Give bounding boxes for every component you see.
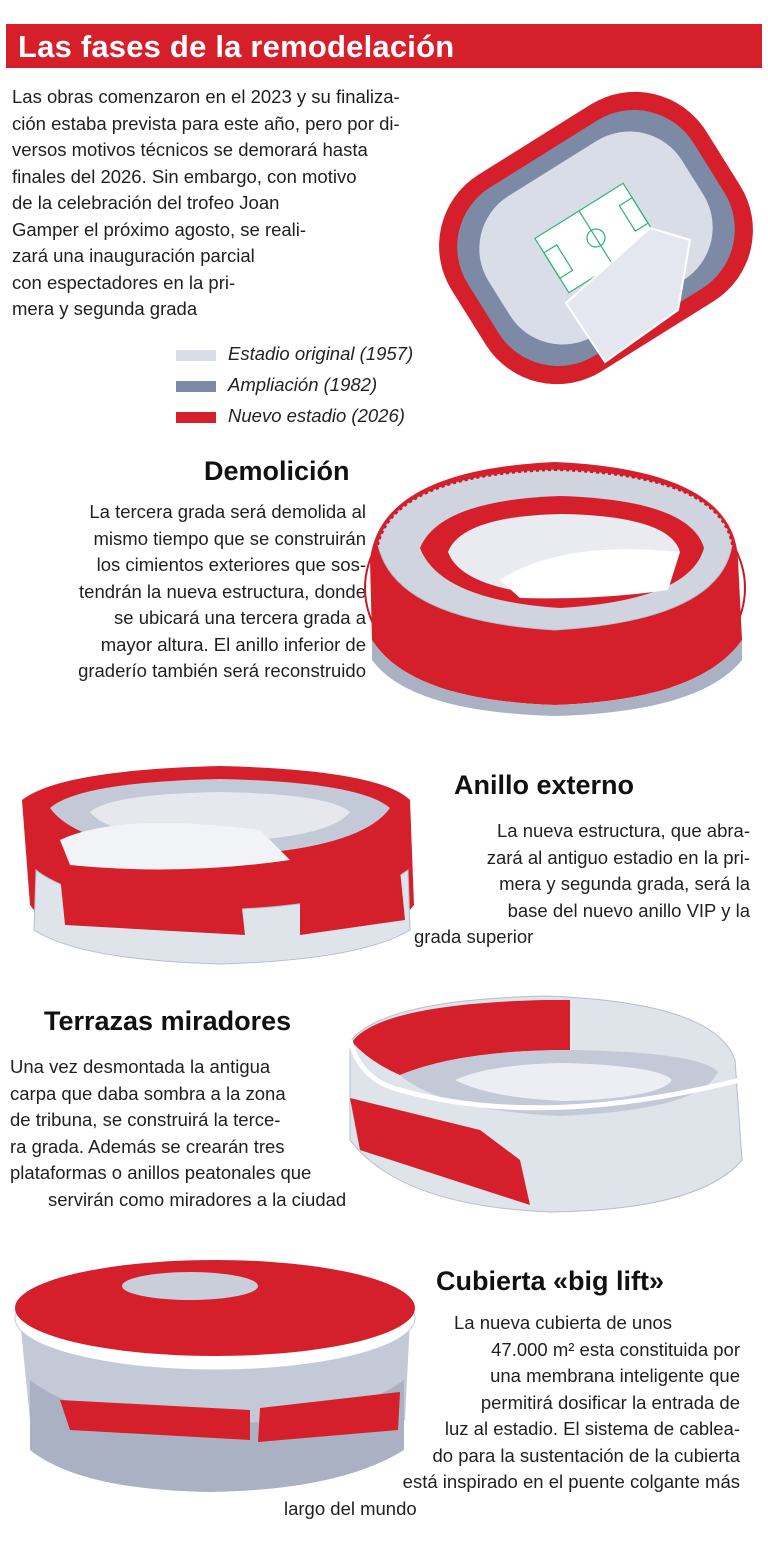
phase-line: grada superior bbox=[414, 926, 534, 947]
intro-line: zará una inauguración parcial bbox=[12, 245, 255, 266]
phase-line: de tribuna, se construirá la terce- bbox=[10, 1109, 281, 1130]
intro-line: ción estaba prevista para este año, pero… bbox=[12, 112, 400, 134]
phase-line: mera y segunda grada, será la bbox=[499, 873, 750, 894]
legend-swatch-original bbox=[176, 350, 216, 361]
phase-heading-demolicion: Demolición bbox=[204, 456, 350, 486]
phase-line: servirán como miradores a la ciudad bbox=[48, 1188, 347, 1210]
phase-line: mismo tiempo que se construirán bbox=[93, 527, 366, 549]
phase-line: 47.000 m² esta constituida por bbox=[491, 1338, 740, 1360]
phase-line: luz al estadio. El sistema de cablea- bbox=[444, 1418, 740, 1439]
phase-text-demolicion: La tercera grada será demolida al mismo … bbox=[0, 499, 366, 685]
legend-label-original: Estadio original (1957) bbox=[228, 343, 414, 364]
upper-tier bbox=[352, 1000, 570, 1075]
phase-line: se ubicará una tercera grada a bbox=[114, 607, 366, 628]
phase-line: do para la sustentación de la cubierta bbox=[432, 1444, 740, 1466]
stand-segment bbox=[564, 226, 692, 364]
phase-line: largo del mundo bbox=[284, 1497, 417, 1519]
intro-text: Las obras comenzaron en el 2023 y su fin… bbox=[12, 84, 472, 323]
phase-line: permitirá dosificar la entrada de bbox=[480, 1391, 740, 1413]
phase-text-cubierta: La nueva cubierta de unos 47.000 m² esta… bbox=[270, 1310, 740, 1522]
phase-line: La tercera grada será demolida al bbox=[89, 501, 366, 522]
legend-label-new: Nuevo estadio (2026) bbox=[228, 405, 405, 426]
phase-line: mayor altura. El anillo inferior de bbox=[100, 633, 366, 655]
intro-line: Gamper el próximo agosto, se reali- bbox=[12, 218, 307, 240]
intro-line: de la celebración del trofeo Joan bbox=[12, 192, 280, 213]
phase-line: tendrán la nueva estructura, donde bbox=[79, 580, 366, 602]
phase-line: ra grada. Además se crearán tres bbox=[10, 1135, 285, 1157]
legend-label-expansion: Ampliación (1982) bbox=[228, 374, 378, 395]
legend-swatch-new bbox=[176, 412, 216, 423]
phase-heading-cubierta: Cubierta «big lift» bbox=[436, 1266, 665, 1296]
intro-line: mera y segunda grada bbox=[12, 298, 198, 319]
phase-line: zará al antiguo estadio en la pri- bbox=[486, 846, 750, 868]
phase-line: graderío también será reconstruido bbox=[78, 660, 366, 681]
phase-line: está inspirado en el puente colgante más bbox=[402, 1471, 740, 1492]
phase-line: La nueva estructura, que abra- bbox=[497, 820, 750, 841]
phase-heading-anillo-externo: Anillo externo bbox=[454, 770, 635, 800]
intro-line: finales del 2026. Sin embargo, con motiv… bbox=[12, 165, 357, 187]
intro-line: versos motivos técnicos se demorará hast… bbox=[12, 139, 368, 160]
phase-line: una membrana inteligente que bbox=[490, 1365, 740, 1386]
phase-line: La nueva cubierta de unos bbox=[454, 1312, 673, 1333]
intro-line: con espectadores en la pri- bbox=[12, 271, 236, 293]
phase-line: carpa que daba sombra a la zona bbox=[10, 1082, 286, 1104]
page-title: Las fases de la remodelación bbox=[18, 29, 455, 64]
legend-swatch-expansion bbox=[176, 381, 216, 392]
title-banner: Las fases de la remodelación bbox=[6, 24, 762, 68]
phase-heading-terrazas-miradores: Terrazas miradores bbox=[44, 1006, 292, 1036]
phase-text-anillo-externo: La nueva estructura, que abra- zará al a… bbox=[400, 818, 750, 951]
phase-line: base del nuevo anillo VIP y la bbox=[507, 899, 750, 921]
new-roof bbox=[15, 1260, 415, 1356]
intro-line: Las obras comenzaron en el 2023 y su fin… bbox=[12, 86, 400, 107]
phase-text-terrazas-miradores: Una vez desmontada la antigua carpa que … bbox=[10, 1054, 400, 1213]
phase-line: Una vez desmontada la antigua bbox=[10, 1056, 271, 1077]
phase-line: los cimientos exteriores que sos- bbox=[96, 554, 366, 575]
phase-line: plataformas o anillos peatonales que bbox=[10, 1162, 312, 1183]
